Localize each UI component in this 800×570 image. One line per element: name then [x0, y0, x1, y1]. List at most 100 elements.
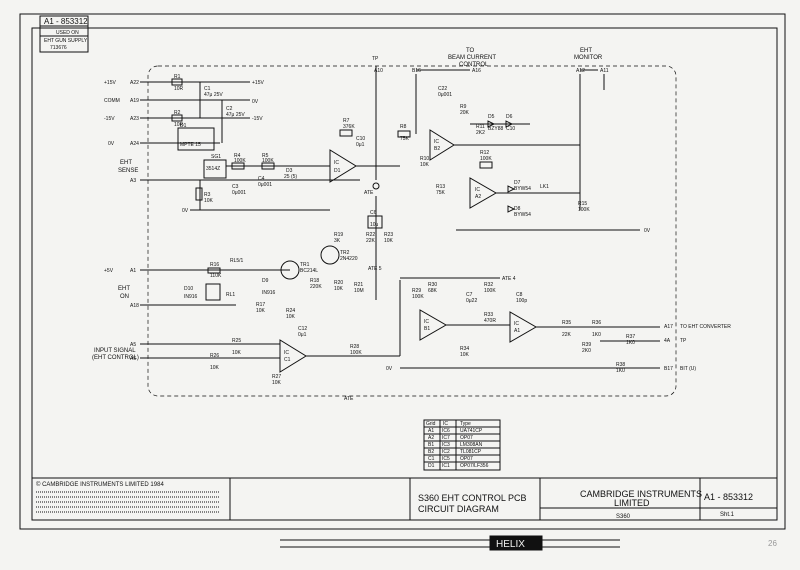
svg-text:A6: A6: [130, 356, 136, 362]
svg-text:B16: B16: [412, 68, 421, 74]
svg-text:OP07/LF356: OP07/LF356: [460, 463, 489, 469]
svg-text:TO EHT CONVERTER: TO EHT CONVERTER: [680, 324, 731, 330]
sig-plus15v-left: +15V: [104, 80, 116, 86]
svg-text:TR2: TR2: [340, 250, 350, 256]
svg-text:0V: 0V: [182, 208, 189, 214]
svg-text:470R: 470R: [484, 318, 496, 324]
svg-text:220K: 220K: [310, 284, 322, 290]
svg-text:R13: R13: [436, 184, 445, 190]
svg-text:R18: R18: [310, 278, 319, 284]
svg-text:OP07: OP07: [460, 435, 473, 441]
ic-table-header-grid: Grid: [426, 421, 436, 427]
svg-text:0V: 0V: [386, 366, 393, 372]
svg-text:IC7: IC7: [442, 435, 450, 441]
page-mark: 26: [768, 539, 777, 548]
svg-text:D3: D3: [286, 168, 293, 174]
svg-text:D1: D1: [428, 463, 435, 469]
svg-text:R30: R30: [428, 282, 437, 288]
svg-text:A1: A1: [130, 268, 136, 274]
svg-text:R22: R22: [366, 232, 375, 238]
svg-text:10M: 10M: [354, 288, 364, 294]
svg-text:100K: 100K: [578, 207, 590, 213]
svg-text:22K: 22K: [562, 332, 572, 338]
svg-text:R32: R32: [484, 282, 493, 288]
svg-text:25 (5): 25 (5): [284, 174, 297, 180]
conn-a23: A23: [130, 116, 139, 122]
svg-text:20K: 20K: [460, 110, 470, 116]
svg-text:4A: 4A: [664, 338, 671, 344]
svg-text:-15V: -15V: [252, 116, 263, 122]
svg-text:100K: 100K: [484, 288, 496, 294]
svg-text:D7: D7: [514, 180, 521, 186]
svg-text:C7: C7: [466, 292, 473, 298]
svg-text:47μ 25V: 47μ 25V: [204, 92, 223, 98]
svg-text:C1: C1: [204, 86, 211, 92]
svg-text:47μ 25V: 47μ 25V: [226, 112, 245, 118]
svg-text:10K: 10K: [204, 198, 214, 204]
svg-text:1K0: 1K0: [626, 340, 635, 346]
svg-text:BEAM CURRENT: BEAM CURRENT: [448, 55, 496, 61]
svg-text:A1: A1: [514, 328, 520, 334]
svg-text:TL081CP: TL081CP: [460, 449, 482, 455]
svg-text:C8: C8: [516, 292, 523, 298]
svg-text:10K: 10K: [272, 380, 282, 386]
svg-text:R8: R8: [400, 124, 407, 130]
svg-text:R3: R3: [204, 192, 211, 198]
svg-text:ATE: ATE: [364, 190, 374, 196]
svg-text:ATE: ATE: [344, 396, 354, 402]
svg-text:ON: ON: [120, 294, 129, 300]
svg-text:TP: TP: [680, 338, 687, 344]
power-input-section: A22 A19 A23 A24 A3 +15V COMM -15V 0V EHT…: [104, 74, 360, 184]
svg-text:MPTE 15: MPTE 15: [180, 142, 201, 148]
svg-text:A2: A2: [475, 194, 481, 200]
svg-text:IC: IC: [334, 160, 339, 166]
helix-brand: HELIX: [496, 539, 525, 550]
svg-text:R24: R24: [286, 308, 295, 314]
svg-text:D9: D9: [262, 278, 269, 284]
svg-text:R23: R23: [384, 232, 393, 238]
svg-text:OP07: OP07: [460, 456, 473, 462]
svg-text:EHT: EHT: [118, 286, 130, 292]
svg-text:C12: C12: [298, 326, 307, 332]
svg-text:R9: R9: [460, 104, 467, 110]
drawing-title-1: S360 EHT CONTROL PCB: [418, 493, 527, 503]
svg-text:10μ: 10μ: [370, 222, 379, 228]
svg-text:2K2: 2K2: [476, 130, 485, 136]
svg-text:B1: B1: [428, 442, 434, 448]
svg-text:+5V: +5V: [104, 268, 114, 274]
eht-on-section: +5V A1 EHT ON A18 RL5/1 R16 110K D9 IN91…: [104, 258, 290, 314]
svg-text:SG1: SG1: [211, 154, 221, 160]
svg-text:A18: A18: [130, 303, 139, 309]
svg-text:IC2: IC2: [442, 449, 450, 455]
svg-text:B2: B2: [434, 146, 440, 152]
svg-text:IC: IC: [434, 139, 439, 145]
header-box: A1 - 853312 USED ON EHT GUN SUPPLY 71367…: [39, 15, 89, 53]
svg-text:R11: R11: [476, 124, 485, 130]
svg-text:R25: R25: [232, 338, 241, 344]
svg-text:3514Z: 3514Z: [206, 166, 220, 172]
sig-minus15v-left: -15V: [104, 116, 115, 122]
output-stage-section: ATE 4 R29 100K R30 68K C7 0μ22 R32 100K …: [386, 276, 731, 374]
svg-text:C10: C10: [506, 126, 515, 132]
svg-text:A16: A16: [472, 68, 481, 74]
svg-text:BYW54: BYW54: [514, 186, 531, 192]
svg-text:D8: D8: [514, 206, 521, 212]
svg-text:68K: 68K: [428, 288, 438, 294]
svg-text:22K: 22K: [366, 238, 376, 244]
svg-text:RL1: RL1: [226, 292, 235, 298]
svg-text:IC6: IC6: [442, 428, 450, 434]
svg-text:R36: R36: [592, 320, 601, 326]
svg-text:A17: A17: [664, 324, 673, 330]
svg-text:C1: C1: [284, 357, 291, 363]
svg-text:R19: R19: [334, 232, 343, 238]
svg-text:D1: D1: [180, 123, 187, 129]
svg-text:C6: C6: [370, 210, 377, 216]
svg-text:B2: B2: [428, 449, 434, 455]
svg-text:0V: 0V: [252, 99, 259, 105]
title-block: © CAMBRIDGE INSTRUMENTS LIMITED 1984 S36…: [32, 477, 777, 520]
svg-text:10R: 10R: [174, 86, 184, 92]
svg-text:100K: 100K: [234, 158, 246, 164]
svg-text:C2: C2: [226, 106, 233, 112]
